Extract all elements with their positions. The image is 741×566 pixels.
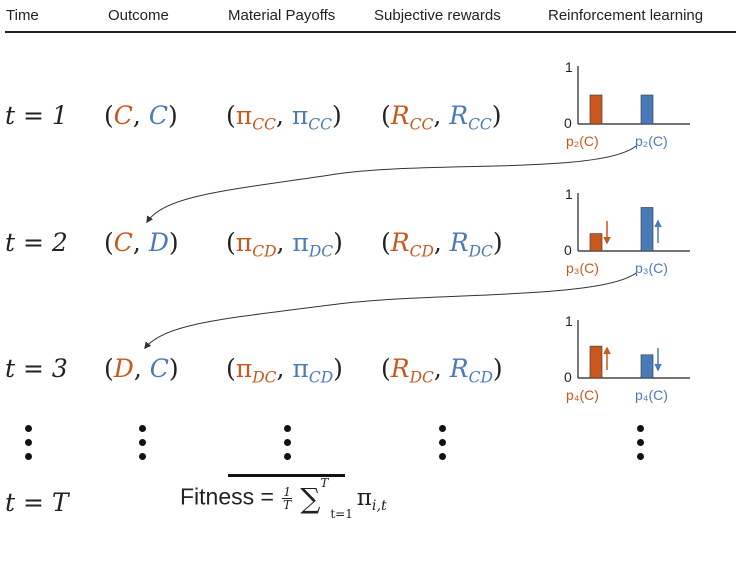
- rl-bar-player1: [589, 94, 603, 125]
- time-row-3: t = 3: [5, 354, 68, 383]
- rewards-row-2: (RCD, RDC): [381, 228, 503, 261]
- time-row-1: t = 1: [5, 101, 68, 130]
- rl-bar-player2: [640, 207, 654, 252]
- ellipsis-time: [23, 425, 33, 467]
- rl-tick-min: 0: [564, 242, 572, 258]
- rl-label-player1: p₂(C): [566, 133, 599, 149]
- rl-bar-player2: [640, 94, 654, 125]
- rl-label-player2: p₂(C): [635, 133, 668, 149]
- transition-arrow-1: [146, 145, 637, 224]
- time-final: t = T: [5, 488, 69, 517]
- header-rl: Reinforcement learning: [548, 7, 704, 24]
- payoffs-row-2: (πCD, πDC): [226, 228, 343, 261]
- outcome-row-2: (C, D): [104, 228, 179, 257]
- ellipsis-rewards: [437, 425, 447, 467]
- outcome-row-1: (C, C): [104, 101, 178, 130]
- rl-label-player2: p₄(C): [635, 387, 668, 403]
- rl-tick-max: 1: [565, 59, 573, 75]
- header-outcome: Outcome: [108, 7, 169, 24]
- payoffs-row-3: (πDC, πCD): [226, 354, 343, 387]
- ellipsis-outcome: [137, 425, 147, 467]
- rewards-row-1: (RCC, RCC): [381, 101, 502, 134]
- header-rule: [5, 31, 736, 33]
- header-payoffs: Material Payoffs: [228, 7, 336, 24]
- fitness-overline: [228, 474, 345, 477]
- rl-tick-min: 0: [564, 369, 572, 385]
- rl-label-player1: p₃(C): [566, 260, 599, 276]
- rl-bar-player1: [589, 233, 603, 252]
- rl-tick-max: 1: [565, 313, 573, 329]
- rl-bar-player1: [589, 345, 603, 379]
- fitness-label: Fitness: [180, 483, 255, 510]
- ellipsis-rl: [635, 425, 645, 467]
- fitness-term: πi,t: [356, 484, 387, 514]
- payoffs-row-1: (πCC, πCC): [226, 101, 342, 134]
- rl-tick-max: 1: [565, 186, 573, 202]
- rl-tick-min: 0: [564, 115, 572, 131]
- rl-label-player2: p₃(C): [635, 260, 668, 276]
- rewards-row-3: (RDC, RCD): [381, 354, 503, 387]
- rl-label-player1: p₄(C): [566, 387, 599, 403]
- header-rewards: Subjective rewards: [374, 7, 501, 24]
- rl-bar-player2: [640, 354, 654, 379]
- outcome-row-3: (D, C): [104, 354, 179, 383]
- ellipsis-payoffs: [282, 425, 292, 467]
- header-time: Time: [6, 7, 39, 24]
- time-row-2: t = 2: [5, 228, 68, 257]
- transition-arrow-2: [144, 272, 637, 350]
